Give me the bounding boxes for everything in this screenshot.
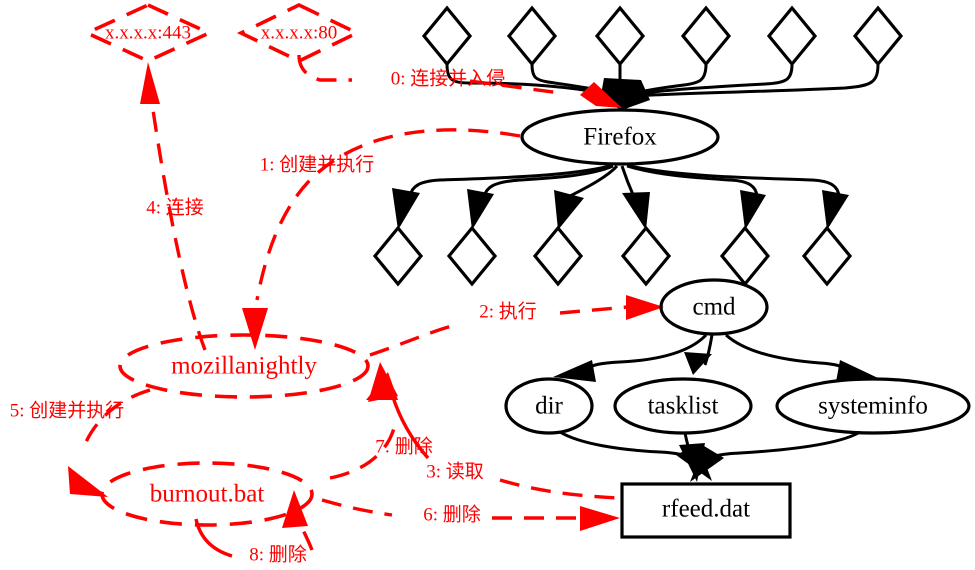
firefox-child-edge-4 [620,165,636,198]
firefox-label: Firefox [583,124,657,151]
edge-7-arrowhead [368,362,398,402]
node-systeminfo[interactable]: systeminfo [775,377,971,435]
bottom-arrowhead-3 [554,190,584,230]
bottom-diamond-6[interactable] [801,225,853,287]
edge-6-path-left [321,498,393,517]
edge-8-path-return [298,523,314,551]
edge-5-arrowhead [68,466,108,497]
cmd-to-systeminfo-path [725,333,848,372]
bottom-diamond-3[interactable] [532,225,584,287]
edge-1-arrowhead [242,308,268,350]
edge-8-arrowhead [282,490,308,528]
cmd-to-tasklist-path [703,334,714,366]
edge-6-arrowhead [580,506,620,531]
bottom-diamond-row [372,164,853,287]
edge-label-3: 3: 读取 [426,460,484,482]
ip443-label: x.x.x.x:443 [105,22,191,43]
edge-7-path [329,423,397,480]
firefox-ellipse[interactable] [520,108,720,166]
edge-label-2: 2: 执行 [479,300,537,322]
bottom-diamond-4[interactable] [620,225,672,287]
systeminfo-to-rfeed-path [706,430,861,462]
bottom-diamond-1[interactable] [372,225,424,287]
cmd-ellipse[interactable] [659,278,769,336]
ip80-label: x.x.x.x:80 [261,22,338,43]
mozillanightly-ellipse[interactable] [118,333,370,399]
node-ip443[interactable]: x.x.x.x:443 [82,3,214,63]
cmd-to-tasklist-arrowhead [684,352,712,375]
edge-5-path [80,388,151,453]
top-diamond-1[interactable] [421,5,473,67]
edge-label-0: 0: 连接并入侵 [391,67,506,89]
systeminfo-ellipse[interactable] [775,377,971,435]
cmd-label: cmd [692,294,736,321]
bottom-diamond-5[interactable] [719,225,771,287]
edge-0-path-left [297,54,352,82]
node-rfeed[interactable]: rfeed.dat [620,482,792,539]
bottom-diamond-2[interactable] [446,225,498,287]
bottom-arrowhead-4 [622,192,650,230]
bottom-arrowhead-5 [740,190,766,230]
firefox-child-edge-3 [569,164,619,198]
dir-ellipse[interactable] [504,377,594,435]
edge-label-4: 4: 连接 [146,196,204,218]
tasklist-label: tasklist [648,393,719,420]
node-firefox[interactable]: Firefox [520,108,720,166]
edge-2-path-left [369,324,453,357]
dir-to-rfeed-path [559,430,692,461]
edge-0-arrowhead [580,82,622,108]
firefox-child-edge-5 [626,164,759,197]
cmd-to-dir-path [585,333,708,371]
edge-2-arrowhead [626,295,664,320]
bottom-arrowhead-6 [822,190,849,230]
node-tasklist[interactable]: tasklist [613,377,753,435]
edge-label-5: 5: 创建并执行 [10,399,125,421]
firefox-child-edge-6 [629,164,841,197]
burnout-ellipse[interactable] [100,461,314,527]
edge-label-6: 6: 删除 [423,503,481,525]
node-dir[interactable]: dir [504,377,594,435]
firefox-child-edge-2 [482,164,614,198]
bottom-arrowhead-1 [392,188,420,230]
systeminfo-to-rfeed-arrowhead [690,446,724,482]
edge-0-path-right [469,79,561,95]
top-diamond-3[interactable] [594,5,646,67]
node-mozillanightly[interactable]: mozillanightly [118,333,370,399]
top-diamond-2[interactable] [506,5,558,67]
rfeed-box[interactable] [620,482,792,539]
edge-4-arrowhead [140,62,160,104]
ip443-diamond[interactable] [82,3,214,63]
systeminfo-label: systeminfo [818,393,928,420]
cmd-to-dir-arrowhead [553,360,596,382]
dir-label: dir [535,393,563,420]
edge-3-path-right [499,478,619,500]
edge-label-7: 7: 删除 [375,435,433,457]
edge-label-1: 1: 创建并执行 [260,153,375,175]
edge-3-path-left [390,393,430,460]
burnout-label: burnout.bat [150,481,265,508]
node-cmd[interactable]: cmd [659,278,769,336]
top-diamond-edge-6 [633,63,880,98]
top-diamond-6[interactable] [852,5,904,67]
mozillanightly-label: mozillanightly [171,353,317,380]
bottom-arrowhead-2 [467,189,494,230]
cmd-to-systeminfo-arrowhead [836,360,878,382]
node-ip80[interactable]: x.x.x.x:80 [236,3,362,63]
edge-1-path [255,128,521,301]
top-diamond-4[interactable] [680,5,732,67]
tasklist-ellipse[interactable] [613,377,753,435]
top-diamond-row [421,5,904,110]
firefox-child-edge-1 [408,164,611,197]
edge-4-path [151,109,207,351]
top-diamond-5[interactable] [766,5,818,67]
node-burnout[interactable]: burnout.bat [100,461,314,527]
edge-label-8: 8: 删除 [249,543,307,565]
top-diamond-edge-5 [631,63,794,97]
rfeed-label: rfeed.dat [662,496,750,523]
ip80-diamond[interactable] [236,3,362,63]
edge-2-path-right [559,305,629,315]
